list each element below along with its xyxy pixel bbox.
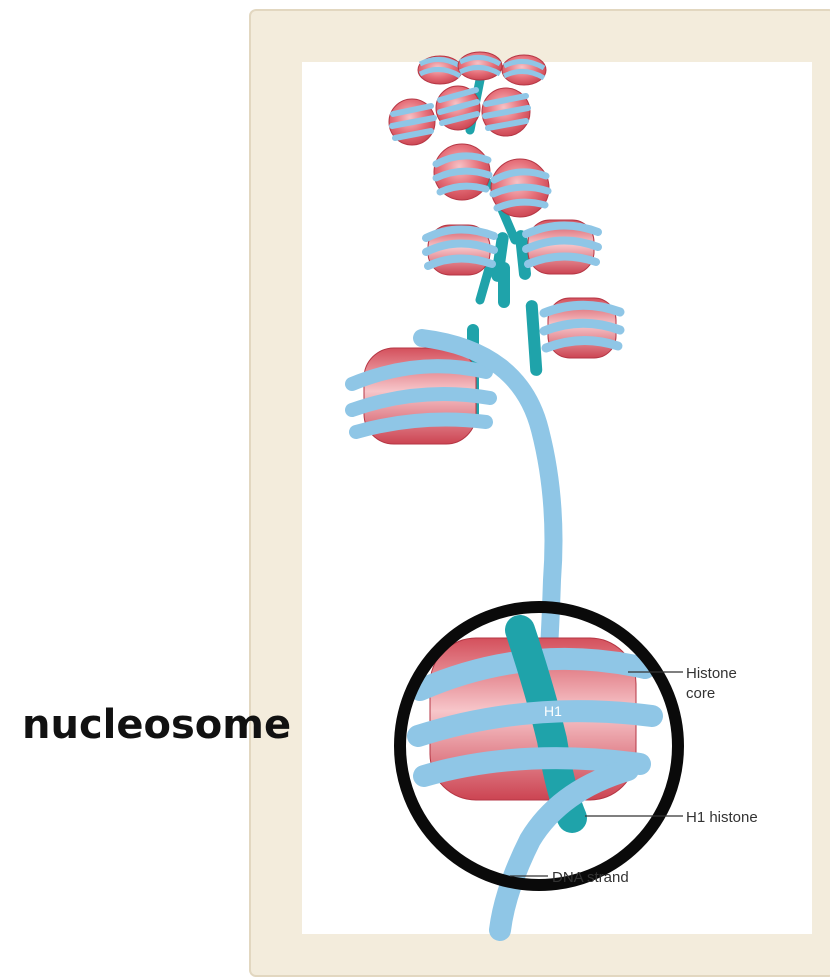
nucleosome-small — [436, 86, 480, 130]
nucleosome-small — [458, 52, 502, 80]
histone-core-label-line2: core — [686, 685, 715, 702]
nucleosome-small — [418, 56, 462, 84]
nucleosome-small — [389, 99, 435, 145]
histone-core-label-line1: Histone — [686, 665, 737, 682]
h1-histone-label: H1 histone — [686, 809, 758, 826]
nucleosome-small — [434, 144, 490, 200]
nucleosome-small — [502, 55, 546, 85]
dna-strand-label: DNA strand — [552, 869, 629, 886]
h1-label: H1 — [544, 703, 562, 719]
nucleosome-large — [352, 348, 490, 444]
nucleosome-medium — [526, 220, 598, 274]
nucleosome-small — [482, 88, 530, 136]
nucleosome-medium — [544, 298, 620, 358]
nucleosome-small — [491, 159, 549, 217]
nucleosome-label: nucleosome — [22, 702, 291, 748]
nucleosome-medium — [426, 225, 494, 275]
